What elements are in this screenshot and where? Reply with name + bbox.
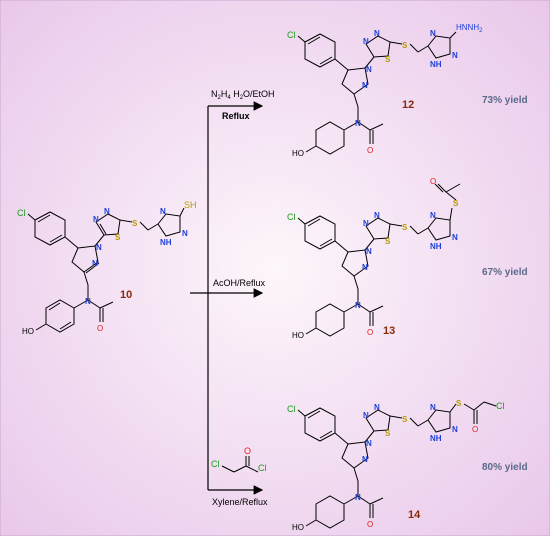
svg-text:N: N <box>96 243 102 252</box>
svg-text:S: S <box>402 41 408 50</box>
condition-middle-label: AcOH/Reflux <box>213 278 266 288</box>
svg-text:N: N <box>363 37 369 46</box>
svg-text:N: N <box>363 411 369 420</box>
svg-text:Cl: Cl <box>287 404 296 414</box>
svg-text:Cl: Cl <box>287 30 296 40</box>
svg-text:Cl: Cl <box>496 401 505 411</box>
structure-compound-12: Cl N N N N S S N N NH HNNH2 N O HO 12 <box>287 23 483 158</box>
svg-text:N: N <box>452 233 458 242</box>
svg-text:HO: HO <box>292 149 304 158</box>
chloroacetyl-chloride-structure <box>221 456 259 473</box>
condition-top-reagent: N2H4 H2O/EtOH <box>211 89 275 101</box>
svg-text:O: O <box>430 177 436 186</box>
svg-text:O: O <box>367 328 373 337</box>
svg-text:N: N <box>355 493 361 502</box>
svg-text:O: O <box>97 324 103 333</box>
svg-text:HO: HO <box>292 523 304 532</box>
yield-product-14: 80% yield <box>482 462 528 473</box>
svg-text:N: N <box>430 211 436 220</box>
svg-text:S: S <box>453 199 459 208</box>
yield-product-12: 73% yield <box>482 95 528 106</box>
svg-text:SH: SH <box>184 200 197 210</box>
svg-text:N: N <box>92 259 98 268</box>
svg-text:N: N <box>362 455 368 464</box>
svg-text:N: N <box>160 207 166 216</box>
svg-text:N: N <box>355 119 361 128</box>
svg-text:N: N <box>362 81 368 90</box>
svg-text:O: O <box>367 146 373 155</box>
reaction-arrows <box>190 101 264 495</box>
svg-text:N: N <box>104 207 110 216</box>
svg-text:N: N <box>366 439 372 448</box>
compound-number-10: 10 <box>120 289 132 301</box>
svg-text:S: S <box>385 237 391 246</box>
structure-compound-10: Cl N N N N S S N N SH NH N O HO 10 <box>17 200 197 336</box>
svg-text:S: S <box>132 219 138 228</box>
svg-text:N: N <box>374 211 380 220</box>
compound-number-14: 14 <box>408 509 421 521</box>
yield-product-13: 67% yield <box>482 267 528 278</box>
svg-text:N: N <box>430 29 436 38</box>
svg-text:S: S <box>402 415 408 424</box>
svg-text:N: N <box>452 51 458 60</box>
svg-text:S: S <box>385 55 391 64</box>
svg-text:N: N <box>366 65 372 74</box>
compound-number-13: 13 <box>383 325 395 337</box>
svg-text:O: O <box>472 425 478 434</box>
svg-text:N: N <box>374 29 380 38</box>
hydrazinyl-group: HNNH2 <box>456 23 483 34</box>
svg-text:S: S <box>385 429 391 438</box>
compound-number-12: 12 <box>402 99 414 111</box>
svg-text:N: N <box>362 263 368 272</box>
svg-text:N: N <box>93 215 99 224</box>
svg-text:NH: NH <box>430 60 442 69</box>
svg-text:HO: HO <box>22 327 34 336</box>
structure-compound-13: Cl N N N N S S N N NH S O N O HO 13 <box>287 177 461 340</box>
svg-text:N: N <box>85 297 91 306</box>
svg-text:N: N <box>363 219 369 228</box>
svg-text:NH: NH <box>160 238 172 247</box>
svg-text:N: N <box>374 403 380 412</box>
svg-text:N: N <box>452 425 458 434</box>
svg-text:NH: NH <box>430 242 442 251</box>
svg-text:N: N <box>355 301 361 310</box>
svg-text:N: N <box>182 229 188 238</box>
svg-text:O: O <box>367 520 373 529</box>
condition-bottom-label: Xylene/Reflux <box>212 497 268 507</box>
condition-top-label: Reflux <box>222 111 250 121</box>
svg-text:Cl: Cl <box>17 208 26 218</box>
reagent-cl-right: Cl <box>258 463 267 473</box>
svg-text:N: N <box>430 403 436 412</box>
svg-text:NH: NH <box>430 434 442 443</box>
structure-compound-14: Cl N N N N S S N N NH S O Cl N O HO 14 <box>287 399 505 532</box>
svg-text:Cl: Cl <box>287 212 296 222</box>
reagent-oxygen: O <box>244 446 251 456</box>
svg-text:S: S <box>456 399 462 408</box>
reagent-cl-left: Cl <box>211 459 220 469</box>
svg-text:HO: HO <box>292 331 304 340</box>
svg-text:S: S <box>115 233 121 242</box>
svg-text:S: S <box>402 223 408 232</box>
svg-text:N: N <box>366 247 372 256</box>
